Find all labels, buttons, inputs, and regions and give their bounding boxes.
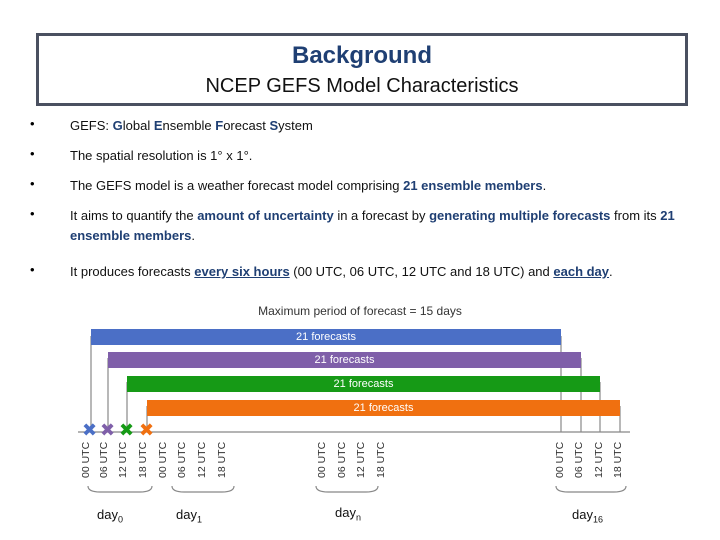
time-label: 06 UTC	[573, 441, 585, 478]
x-mark-icon: ✖	[82, 420, 98, 440]
time-label: 00 UTC	[157, 441, 169, 478]
time-label: 18 UTC	[375, 441, 387, 478]
time-label: 12 UTC	[117, 441, 129, 478]
day-label: day16	[572, 507, 603, 525]
page-title: Background	[291, 42, 432, 69]
x-mark-icon: ✖	[139, 420, 155, 440]
header-box: Background NCEP GEFS Model Characteristi…	[36, 33, 688, 106]
day-label: day0	[97, 507, 123, 525]
day-label: dayn	[335, 505, 361, 523]
time-label: 00 UTC	[316, 441, 328, 478]
time-label: 00 UTC	[554, 441, 566, 478]
forecast-bar: 21 forecasts	[127, 376, 600, 392]
page-subtitle: NCEP GEFS Model Characteristics	[205, 75, 519, 97]
day-label: day1	[176, 507, 202, 525]
bullet-dot: •	[30, 262, 35, 277]
time-label: 06 UTC	[98, 441, 110, 478]
bullet-dot: •	[30, 176, 35, 191]
bullet-dot: •	[30, 116, 35, 131]
time-label: 12 UTC	[593, 441, 605, 478]
bullet-dot: •	[30, 146, 35, 161]
time-label: 06 UTC	[336, 441, 348, 478]
forecast-bar: 21 forecasts	[108, 352, 581, 368]
time-label: 12 UTC	[196, 441, 208, 478]
time-label: 18 UTC	[216, 441, 228, 478]
time-label: 18 UTC	[612, 441, 624, 478]
time-label: 18 UTC	[137, 441, 149, 478]
forecast-bar: 21 forecasts	[91, 329, 561, 345]
bullet-dot: •	[30, 206, 35, 221]
x-mark-icon: ✖	[100, 420, 116, 440]
time-label: 12 UTC	[355, 441, 367, 478]
time-label: 00 UTC	[80, 441, 92, 478]
x-mark-icon: ✖	[119, 420, 135, 440]
max-forecast-label: Maximum period of forecast = 15 days	[258, 304, 462, 318]
time-label: 06 UTC	[176, 441, 188, 478]
forecast-bar: 21 forecasts	[147, 400, 620, 416]
